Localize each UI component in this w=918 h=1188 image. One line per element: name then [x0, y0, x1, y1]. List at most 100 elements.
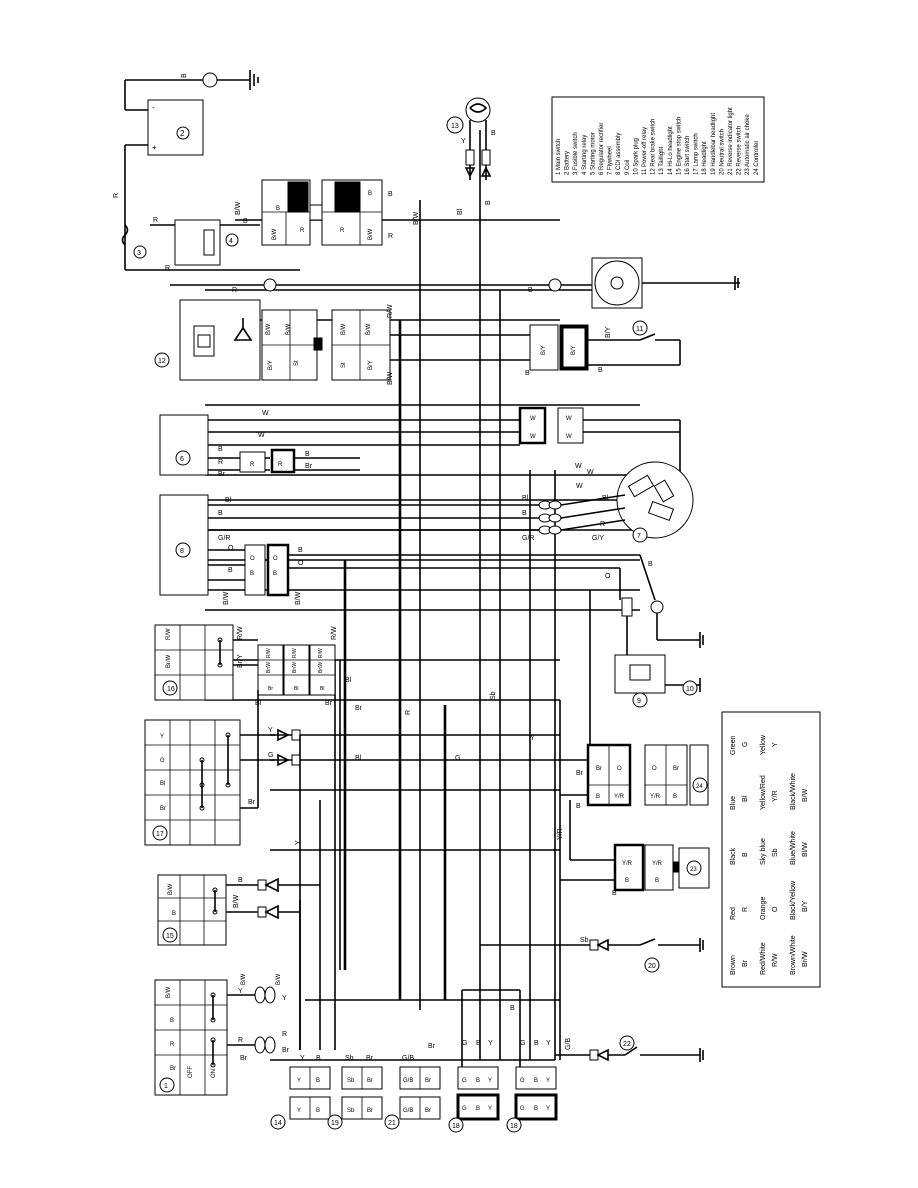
main-harness: [343, 320, 447, 1000]
legend-item: 20 Neutral switch: [719, 129, 725, 175]
svg-text:Y: Y: [488, 1106, 492, 1112]
svg-text:B/W: B/W: [223, 591, 230, 605]
legend-item: 2 Battery: [565, 151, 571, 175]
svg-text:Sb: Sb: [347, 1108, 355, 1114]
svg-text:Bl: Bl: [602, 495, 609, 502]
callout-8: 8: [180, 548, 184, 555]
svg-text:O: O: [605, 573, 611, 580]
svg-text:R: R: [218, 459, 223, 466]
svg-text:B: B: [316, 1078, 320, 1084]
svg-text:Y/R: Y/R: [652, 861, 663, 867]
start-switch: R/W Br/W 16 R/W Br/Y: [154, 624, 244, 701]
legend-item: 10 Spark plug: [633, 138, 639, 175]
svg-text:R: R: [600, 521, 605, 528]
svg-text:B: B: [316, 1055, 321, 1062]
svg-text:B/Y: B/Y: [605, 326, 612, 338]
svg-text:Y: Y: [488, 1040, 493, 1047]
svg-text:Br: Br: [170, 1066, 176, 1072]
svg-text:Y: Y: [160, 734, 164, 740]
svg-text:R: R: [278, 462, 283, 468]
color-legend-code: B/Y: [802, 900, 809, 912]
svg-text:B/Y: B/Y: [541, 345, 547, 355]
callout-18b: 18: [510, 1123, 518, 1130]
svg-text:R/W: R/W: [331, 626, 338, 640]
svg-text:W: W: [530, 416, 536, 422]
svg-text:Y: Y: [268, 727, 273, 734]
legend-item: 9 Coil: [625, 160, 631, 175]
svg-text:Y: Y: [300, 1055, 305, 1062]
svg-text:B: B: [170, 1018, 174, 1024]
svg-text:Y: Y: [546, 1040, 551, 1047]
svg-text:B: B: [316, 1108, 320, 1114]
svg-text:B: B: [238, 877, 243, 884]
svg-text:W: W: [530, 434, 536, 440]
svg-text:B/W: B/W: [286, 323, 292, 335]
svg-text:W: W: [587, 469, 594, 476]
svg-text:Y/R: Y/R: [557, 828, 564, 840]
svg-text:B: B: [243, 218, 248, 225]
legend-item: 14 Hi-Lo headlight: [668, 126, 674, 175]
svg-text:O: O: [652, 766, 657, 772]
svg-text:Y: Y: [238, 988, 243, 995]
svg-text:G/Y: G/Y: [592, 535, 604, 542]
svg-text:Br: Br: [576, 770, 584, 777]
svg-text:R: R: [388, 233, 393, 240]
color-legend-name: Green: [730, 735, 737, 755]
color-legend-code: Br: [742, 959, 749, 967]
svg-text:Sb: Sb: [490, 691, 497, 700]
svg-text:B/W: B/W: [387, 371, 394, 385]
svg-text:B/W: B/W: [276, 973, 282, 985]
taillight: 13 Y B: [446, 97, 496, 180]
callout-21: 21: [388, 1120, 396, 1127]
wire-label-b: B: [181, 73, 188, 78]
svg-text:O: O: [617, 766, 622, 772]
svg-text:G/B: G/B: [402, 1055, 414, 1062]
svg-text:B: B: [534, 1078, 538, 1084]
svg-text:Y: Y: [461, 138, 466, 145]
main-switch: B/W B R Br OFF ON 1 Y R Br B/W B/W Y R B…: [154, 973, 290, 1096]
svg-text:Br: Br: [240, 1055, 248, 1062]
svg-text:G: G: [462, 1078, 467, 1084]
callout-22: 22: [623, 1041, 631, 1048]
svg-text:B: B: [305, 451, 310, 458]
color-legend-code: R: [742, 907, 749, 912]
callout-17: 17: [156, 831, 164, 838]
svg-text:G: G: [520, 1078, 525, 1084]
legend-item: 8 CDI assembly: [616, 133, 622, 175]
callout-24: 24: [696, 784, 703, 790]
svg-text:Br: Br: [425, 1078, 431, 1084]
svg-text:Br: Br: [596, 766, 602, 772]
color-legend-name: Black/Yellow: [790, 880, 797, 920]
svg-text:Bl: Bl: [320, 686, 324, 692]
svg-text:Y: Y: [546, 1106, 550, 1112]
svg-text:Br: Br: [366, 1055, 374, 1062]
svg-text:B: B: [525, 370, 530, 377]
svg-text:Br: Br: [428, 1043, 436, 1050]
svg-text:Sb: Sb: [347, 1078, 355, 1084]
svg-text:B/W: B/W: [235, 201, 242, 215]
svg-text:B: B: [218, 510, 223, 517]
svg-text:B: B: [476, 1078, 480, 1084]
svg-text:Sb: Sb: [345, 1055, 354, 1062]
flywheel: 7 W W W: [575, 461, 694, 543]
svg-text:B: B: [522, 510, 527, 517]
legend-item: 21 Reverse indicator light: [728, 107, 734, 175]
svg-text:B: B: [491, 130, 496, 137]
svg-text:B/Y: B/Y: [571, 345, 577, 355]
svg-text:W: W: [576, 483, 583, 490]
battery: [147, 99, 204, 156]
svg-text:B: B: [273, 571, 277, 577]
svg-text:R: R: [170, 1042, 175, 1048]
svg-text:B/W: B/W: [168, 883, 174, 895]
svg-text:R: R: [340, 228, 345, 234]
svg-text:Br/W: Br/W: [292, 662, 298, 673]
callout-1: 1: [164, 1083, 168, 1090]
svg-text:Y/R: Y/R: [614, 794, 625, 800]
callout-6: 6: [180, 456, 184, 463]
legend-item: 22 Reverse switch: [737, 126, 743, 175]
color-legend-code: G: [742, 742, 749, 747]
legend-item: 13 Taillight: [659, 146, 665, 175]
svg-text:O: O: [250, 556, 255, 562]
svg-text:B: B: [625, 878, 629, 884]
svg-text:B: B: [485, 200, 492, 205]
